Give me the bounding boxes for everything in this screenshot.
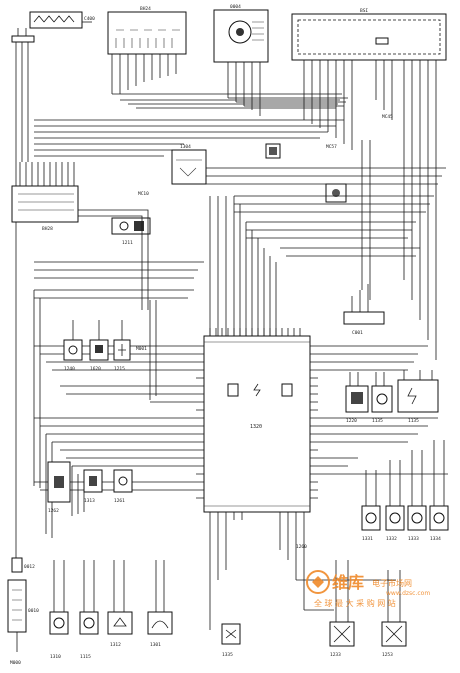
sensor-group-bottom-left: 1310 1115 1312 1301 xyxy=(49,560,173,660)
label-1240: 1240 xyxy=(64,366,75,372)
label-1331: 1331 xyxy=(362,536,373,542)
fuse-0012: 0012 xyxy=(11,557,35,573)
relay-block-bh24: BH24 xyxy=(107,6,187,55)
block-0010: 0010 M000 xyxy=(7,579,39,666)
label-1135b: 1135 xyxy=(408,418,419,424)
label-1233: 1233 xyxy=(330,652,341,658)
label-0010: 0010 xyxy=(28,608,39,614)
watermark-url: www.dzsc.com xyxy=(386,590,430,597)
label-1220: 1220 xyxy=(346,418,357,424)
label-c400: C400 xyxy=(84,16,95,22)
connector-c400: C400 xyxy=(11,11,95,43)
label-1301: 1301 xyxy=(150,642,161,648)
label-1333: 1333 xyxy=(408,536,419,542)
label-1320: 1320 xyxy=(250,424,262,430)
label-1211: 1211 xyxy=(122,240,133,246)
label-1313: 1313 xyxy=(84,498,95,504)
unit-0004: 0004 xyxy=(213,4,269,63)
label-bh24: BH24 xyxy=(140,6,151,12)
sensor-group-left-lower: 1262 1313 1261 xyxy=(47,461,133,514)
watermark-logo: 维库 电子市场网 www.dzsc.com 全 球 最 大 采 购 网 站 xyxy=(306,570,430,608)
sensor-group-left: 1240 1620 1215 M001 xyxy=(63,320,147,372)
label-m001: M001 xyxy=(136,346,147,352)
label-1304: 1304 xyxy=(180,144,191,150)
label-m000: M000 xyxy=(10,660,21,666)
label-c001: C001 xyxy=(352,330,363,336)
label-1261: 1261 xyxy=(114,498,125,504)
ecu-1320: 1320 xyxy=(196,328,318,520)
sensor-group-right: 1220 1135 1135 xyxy=(345,370,439,424)
label-mc45: MC45 xyxy=(382,114,393,120)
label-1135: 1135 xyxy=(372,418,383,424)
label-1260: 1260 xyxy=(296,544,307,550)
label-bsi: BSI xyxy=(360,8,368,14)
label-1334: 1334 xyxy=(430,536,441,542)
label-1262: 1262 xyxy=(48,508,59,514)
label-1335: 1335 xyxy=(222,652,233,658)
wire-bundle-mid xyxy=(34,167,446,336)
watermark-title: 电子市场网 xyxy=(372,578,412,588)
sensor-group-bottom-mid: 1335 xyxy=(221,623,241,658)
label-1310: 1310 xyxy=(50,654,61,660)
wire-bundle-top xyxy=(15,42,437,572)
label-1115: 1115 xyxy=(80,654,91,660)
label-0012: 0012 xyxy=(24,564,35,570)
relay-small-top xyxy=(265,143,347,203)
label-1215: 1215 xyxy=(114,366,125,372)
label-bh28: BH28 xyxy=(42,226,53,232)
sensor-c001: C001 xyxy=(343,284,385,336)
switch-1211: 1211 xyxy=(111,217,151,246)
relay-1304: 1304 xyxy=(171,144,207,185)
watermark-slogan: 全 球 最 大 采 购 网 站 xyxy=(314,598,396,608)
unit-bsi: BSI xyxy=(291,8,447,61)
label-mc57: MC57 xyxy=(326,144,337,150)
sensor-group-bottom-right: 1233 1253 xyxy=(296,560,407,658)
injector-group: 1331 1332 1333 1334 xyxy=(318,440,449,542)
label-1312: 1312 xyxy=(110,642,121,648)
fuse-box-bh28: BH28 xyxy=(11,162,79,232)
label-1332: 1332 xyxy=(386,536,397,542)
label-1253: 1253 xyxy=(382,652,393,658)
label-0004: 0004 xyxy=(230,4,241,10)
watermark-brand: 维库 xyxy=(332,573,364,592)
label-1620: 1620 xyxy=(90,366,101,372)
label-mc10: MC10 xyxy=(138,191,149,197)
